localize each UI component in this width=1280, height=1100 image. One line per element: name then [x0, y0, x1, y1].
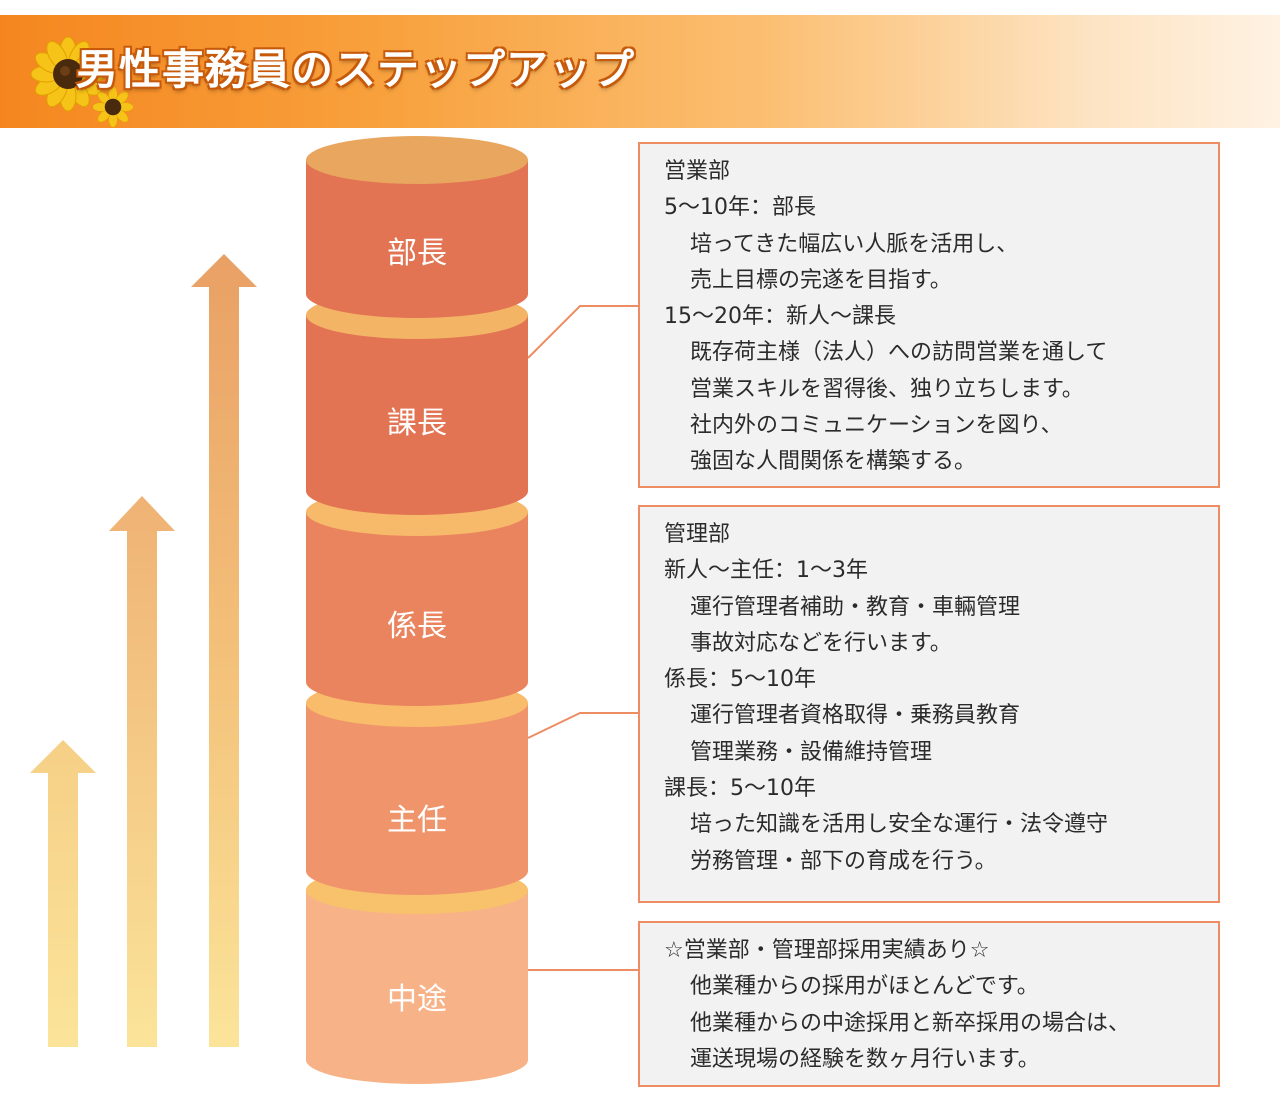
sales-box-line: 15～20年：新人～課長 — [664, 304, 896, 330]
segment-label-bucho: 部長 — [387, 236, 447, 271]
sales-box-line: 売上目標の完遂を目指す。 — [690, 267, 952, 293]
midcareer-box-line: 運送現場の経験を数ヶ月行います。 — [690, 1046, 1040, 1072]
admin-box-line: 係長：5～10年 — [664, 667, 816, 693]
segment-bucho — [306, 136, 528, 318]
admin-box-line: 運行管理者補助・教育・車輛管理 — [690, 594, 1021, 620]
sales-box-line: 培ってきた幅広い人脈を活用し、 — [690, 231, 1019, 257]
admin-box-line: 管理業務・設備維持管理 — [690, 739, 933, 765]
sunflower-icon — [30, 36, 133, 128]
admin-box-line: 労務管理・部下の育成を行う。 — [690, 848, 997, 874]
segment-shunin — [306, 679, 528, 895]
sales-box-line: 社内外のコミュニケーションを図り、 — [690, 413, 1063, 439]
midcareer-box-heading: ☆営業部・管理部採用実績あり☆ — [664, 938, 990, 963]
header-banner — [0, 15, 1280, 128]
midcareer-box-line: 他業種からの中途採用と新卒採用の場合は、 — [690, 1010, 1131, 1036]
sales-box-line: 5～10年：部長 — [664, 195, 816, 221]
segment-label-shunin: 主任 — [387, 803, 447, 838]
arrow-medium-icon — [109, 496, 175, 1047]
sales-box-line: 営業スキルを習得後、独り立ちします。 — [690, 376, 1084, 402]
sales-box-line: 強固な人間関係を構築する。 — [690, 449, 977, 475]
admin-box-line: 培った知識を活用し安全な運行・法令遵守 — [690, 812, 1109, 838]
sales-dept-box: 営業部 5～10年：部長 培ってきた幅広い人脈を活用し、 売上目標の完遂を目指す… — [638, 142, 1220, 488]
admin-box-line: 事故対応などを行います。 — [690, 630, 952, 656]
segment-label-kakaricho: 係長 — [387, 609, 447, 644]
midcareer-box-line: 他業種からの採用がほとんどです。 — [690, 974, 1039, 1000]
admin-box-line: 運行管理者資格取得・乗務員教育 — [690, 703, 1021, 729]
segment-kakaricho — [306, 488, 528, 706]
arrow-short-icon — [30, 740, 96, 1047]
admin-box-line: 課長：5～10年 — [664, 776, 816, 802]
progress-arrows — [30, 254, 257, 1047]
admin-box-heading: 管理部 — [664, 522, 731, 547]
segment-label-chuto: 中途 — [387, 982, 447, 1017]
arrow-tall-icon — [191, 254, 257, 1047]
admin-box-line: 新人～主任：1～3年 — [664, 558, 868, 584]
connector-sales — [527, 305, 638, 359]
sales-box-line: 既存荷主様（法人）への訪問営業を通して — [690, 340, 1108, 366]
page-title: 男性事務員のステップアップ — [76, 45, 636, 94]
admin-dept-box: 管理部 新人～主任：1～3年 運行管理者補助・教育・車輛管理 事故対応などを行い… — [638, 505, 1220, 903]
segment-label-kacho: 課長 — [387, 406, 447, 441]
connector-admin — [527, 712, 638, 739]
sales-box-heading: 営業部 — [664, 159, 731, 184]
midcareer-box: ☆営業部・管理部採用実績あり☆ 他業種からの採用がほとんどです。 他業種からの中… — [638, 921, 1220, 1087]
